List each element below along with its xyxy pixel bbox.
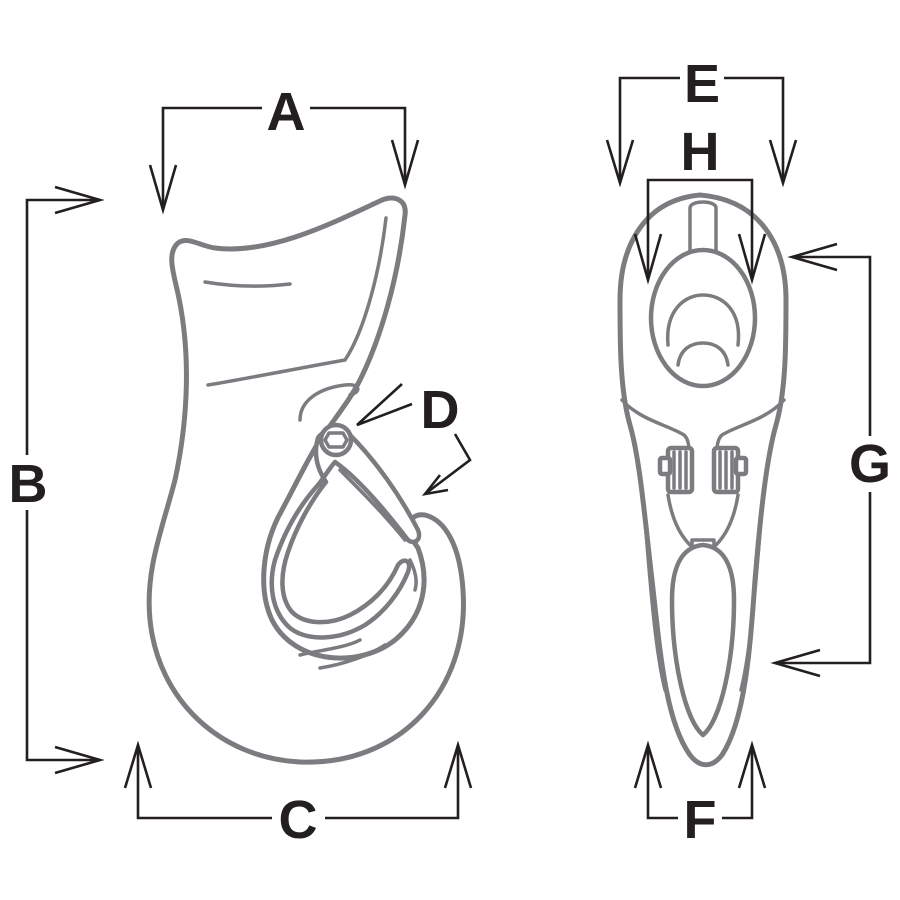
hook-front-eye-bore	[676, 341, 730, 367]
hook-latch-inner-line	[338, 468, 407, 542]
dimension-a: A	[148, 82, 420, 215]
dimension-d-label: D	[421, 380, 460, 440]
dimension-d-arrow-upper-icon	[356, 383, 413, 427]
dimension-h-label: H	[681, 122, 720, 182]
dimension-h-arrow-right-icon	[737, 233, 767, 285]
hook-side-top-face	[203, 280, 292, 288]
hook-front-top-groove	[688, 200, 718, 254]
dimension-g-label: G	[849, 434, 891, 494]
latch-pivot-nut-icon	[323, 431, 349, 449]
dimension-a-label: A	[267, 82, 306, 142]
hook-front-view	[617, 192, 789, 768]
dimension-g-arrow-top-icon	[787, 242, 838, 272]
dimension-b-arrow-bottom-icon	[54, 745, 105, 775]
hook-front-latch-frame	[666, 493, 740, 547]
dimension-f-line	[646, 745, 754, 820]
dimension-e-arrow-left-icon	[605, 139, 635, 188]
dimension-d-arrow-lower-tail-icon	[421, 474, 449, 496]
dimension-c: C	[123, 740, 473, 850]
hook-side-shoulder	[298, 382, 360, 422]
dimension-a-arrow-right-icon	[390, 139, 420, 190]
dimension-h-arrow-left-icon	[633, 233, 663, 285]
hook-side-belly-line-2	[318, 643, 387, 670]
dimension-g-line	[775, 255, 872, 665]
dimension-f-label: F	[684, 790, 717, 850]
latch-spring-coils	[672, 450, 734, 490]
dimension-a-arrow-left-icon	[148, 164, 178, 215]
hook-latch	[269, 427, 422, 640]
dimension-c-arrow-right-icon	[443, 740, 473, 789]
hook-side-tip-line	[408, 558, 418, 592]
hook-side-view	[146, 195, 466, 765]
dimension-h-line	[646, 178, 754, 278]
dimension-h: H	[633, 122, 767, 285]
dimension-d: D	[356, 380, 472, 496]
dimension-e: E	[605, 54, 798, 188]
dimension-b-line	[25, 198, 100, 762]
hook-front-tongue-top	[690, 538, 716, 550]
dimension-f-arrow-right-icon	[737, 740, 767, 789]
dimension-f: F	[633, 740, 767, 850]
hook-front-side-line-left	[643, 518, 667, 692]
latch-springs	[657, 445, 749, 495]
dimension-g: G	[770, 242, 891, 678]
hook-front-side-line-right	[739, 518, 763, 692]
hook-front-eye-outer	[648, 247, 758, 389]
dimension-c-arrow-left-icon	[123, 740, 153, 789]
latch-pin-right	[733, 455, 749, 477]
dimension-d-arrow-lower-icon	[424, 433, 472, 496]
dimension-b-arrow-top-icon	[54, 185, 105, 215]
dimension-c-line	[136, 745, 460, 820]
dimension-c-label: C	[279, 790, 318, 850]
hook-front-eye-inner	[666, 293, 741, 347]
dimension-b: B	[9, 185, 105, 775]
dimension-f-arrow-left-icon	[633, 740, 663, 789]
latch-pin-left	[657, 455, 673, 477]
dimension-e-arrow-right-icon	[768, 139, 798, 188]
hook-side-body	[146, 195, 466, 765]
hook-side-throat-edge	[206, 216, 388, 387]
dimension-e-line	[618, 76, 785, 182]
dimension-a-line	[161, 106, 407, 205]
hook-side-belly-line-1	[298, 638, 362, 657]
dimension-e-label: E	[684, 54, 720, 114]
hook-front-tongue	[669, 542, 737, 738]
dimension-b-label: B	[9, 454, 48, 514]
dimension-g-arrow-bottom-icon	[770, 648, 821, 678]
